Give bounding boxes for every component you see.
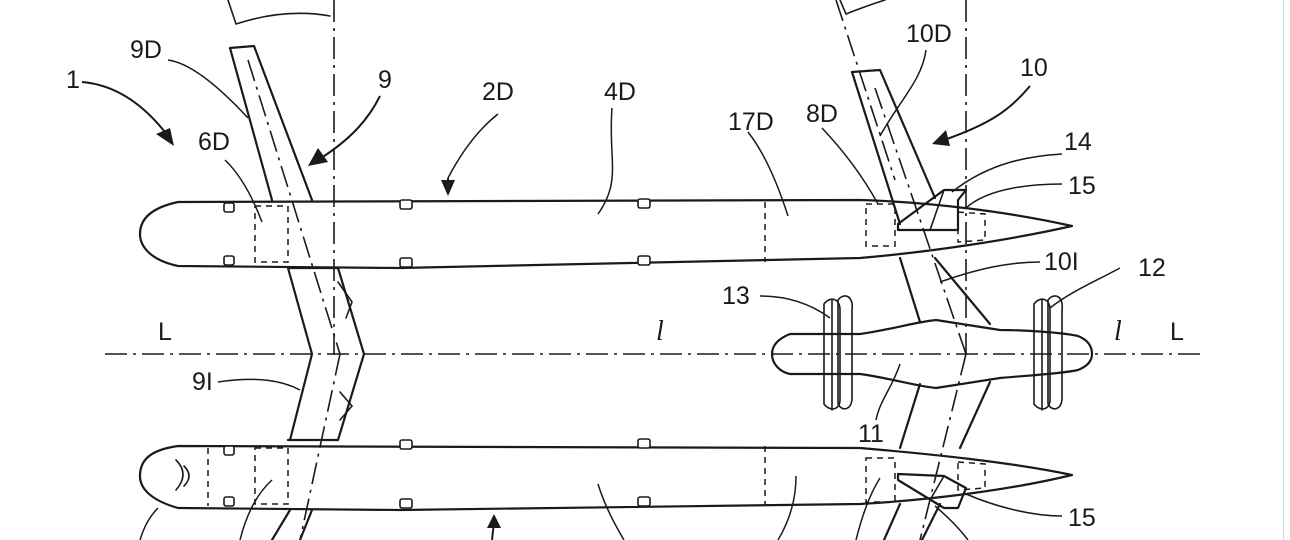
label-ref-13: 13 bbox=[722, 282, 750, 310]
label-ref-6D: 6D bbox=[198, 128, 230, 156]
lower-fuselage bbox=[138, 438, 1074, 512]
propeller-12 bbox=[1033, 295, 1064, 411]
lower-tail-surfaces bbox=[896, 472, 968, 510]
label-ref-9: 9 bbox=[378, 66, 392, 94]
label-ref-17D: 17D bbox=[728, 108, 774, 136]
label-ref-4D: 4D bbox=[604, 78, 636, 106]
label-ref-l-center: l bbox=[656, 316, 664, 347]
label-ref-12: 12 bbox=[1138, 254, 1166, 282]
label-ref-10D: 10D bbox=[906, 20, 952, 48]
label-ref-8D: 8D bbox=[806, 100, 838, 128]
upper-fuselage bbox=[138, 198, 1074, 270]
label-ref-15-lower: 15 bbox=[1068, 504, 1096, 532]
label-ref-1: 1 bbox=[66, 66, 80, 94]
label-ref-10I: 10I bbox=[1044, 248, 1079, 276]
front-wing-9 bbox=[228, 44, 366, 540]
upper-tail-surfaces bbox=[896, 188, 968, 232]
label-ref-2D: 2D bbox=[482, 78, 514, 106]
leader-lines bbox=[139, 49, 1121, 540]
rear-wing-10 bbox=[850, 68, 992, 540]
page-edge-divider bbox=[1283, 0, 1284, 540]
label-ref-L-left: L bbox=[158, 318, 172, 346]
label-ref-14: 14 bbox=[1064, 128, 1092, 156]
pointer-arrows bbox=[81, 81, 1031, 540]
sweep-angle-arc-right bbox=[839, 0, 886, 16]
center-pod-11 bbox=[770, 318, 1094, 390]
sweep-angle-arc-left bbox=[227, 0, 331, 25]
label-ref-9D: 9D bbox=[130, 36, 162, 64]
label-ref-9I: 9I bbox=[192, 368, 213, 396]
label-ref-15-upper: 15 bbox=[1068, 172, 1096, 200]
label-ref-11: 11 bbox=[858, 420, 884, 448]
label-ref-L-right: L bbox=[1170, 318, 1184, 346]
label-ref-l-right: l bbox=[1114, 316, 1122, 347]
propeller-13 bbox=[823, 295, 854, 411]
label-ref-10: 10 bbox=[1020, 54, 1048, 82]
wing10-sweep-axis-line bbox=[835, 0, 896, 181]
